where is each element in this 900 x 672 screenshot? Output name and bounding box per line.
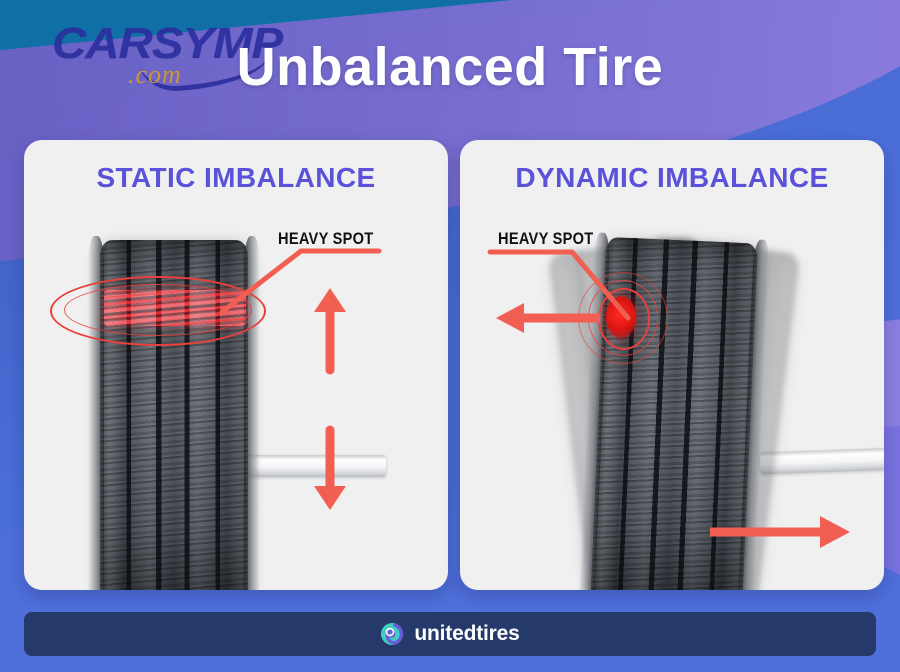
page-title: Unbalanced Tire bbox=[236, 37, 664, 97]
arrow-right-dynamic bbox=[710, 516, 850, 548]
footer-brand-bar: unitedtires bbox=[24, 612, 876, 656]
arrow-down-static bbox=[314, 425, 346, 510]
unitedtires-wordmark: unitedtires bbox=[414, 622, 520, 645]
axle-shaft-static bbox=[224, 455, 386, 477]
panel-static-imbalance: STATIC IMBALANCE bbox=[24, 140, 448, 590]
heavy-spot-ellipse-inner-static bbox=[64, 284, 252, 336]
heavy-spot-ellipse-outer-static bbox=[50, 276, 266, 346]
annotations-layer-dynamic bbox=[487, 249, 850, 548]
unitedtires-logo-icon bbox=[381, 623, 404, 645]
panel-body-dynamic: HEAVY SPOT bbox=[460, 202, 884, 590]
heavy-spot-leader-line-dynamic bbox=[487, 249, 631, 321]
panel-body-static: HEAVY SPOT bbox=[24, 202, 448, 590]
panel-title-static: STATIC IMBALANCE bbox=[96, 162, 376, 193]
arrow-up-static bbox=[314, 288, 346, 375]
heavy-spot-label-static: HEAVY SPOT bbox=[278, 229, 374, 248]
heavy-spot-leader-line-static bbox=[219, 248, 382, 315]
arrow-left-dynamic bbox=[496, 303, 600, 333]
annotations-layer-static bbox=[219, 248, 382, 510]
panel-title-dynamic: DYNAMIC IMBALANCE bbox=[515, 162, 829, 193]
heavy-spot-label-dynamic: HEAVY SPOT bbox=[498, 229, 594, 248]
panel-dynamic-imbalance: DYNAMIC IMBALANCE bbox=[460, 140, 884, 590]
